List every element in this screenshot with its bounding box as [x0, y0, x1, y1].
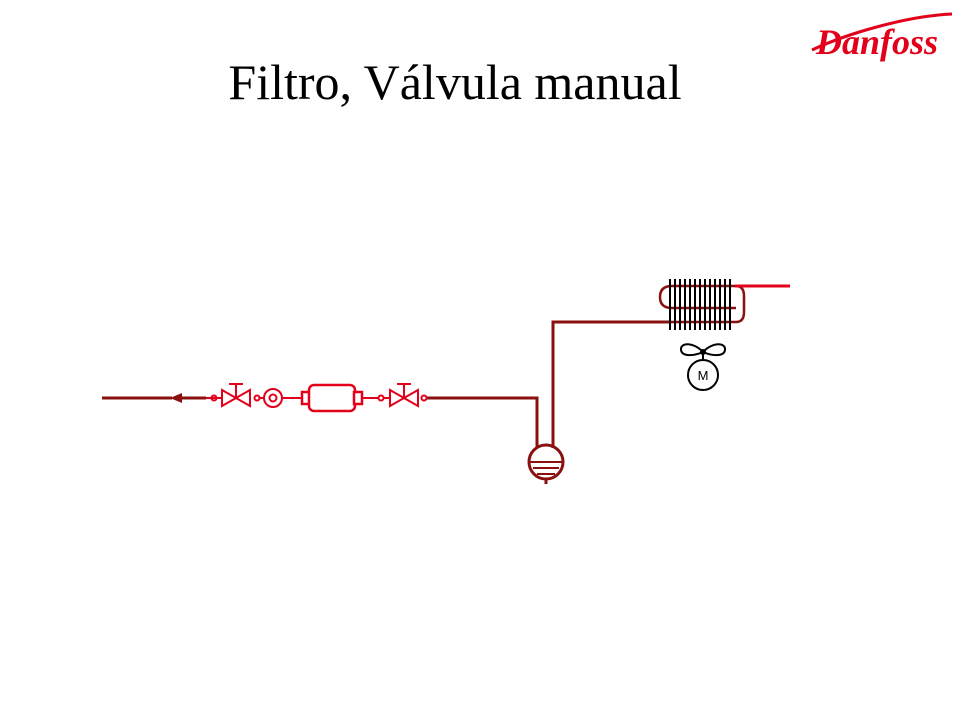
page-title: Filtro, Válvula manual [228, 54, 682, 110]
sight-glass [262, 388, 302, 408]
flow-direction-arrow [170, 393, 182, 403]
condenser-coil [658, 279, 746, 330]
fan-motor: M [687, 359, 719, 391]
danfoss-logo: Danfoss [811, 12, 953, 62]
motor-icon [687, 359, 719, 391]
pipe-to-receiver [427, 396, 539, 448]
fan-icon [680, 343, 726, 359]
liquid-receiver [527, 443, 565, 484]
logo-swoosh [811, 12, 953, 52]
motor-label: M [698, 368, 709, 383]
manual-valve-left [206, 383, 261, 408]
filter-drier [300, 383, 364, 413]
logo-wordmark: Danfoss [815, 22, 938, 62]
pipe-receiver-to-condenser [551, 320, 670, 448]
manual-valve-right [377, 383, 428, 408]
